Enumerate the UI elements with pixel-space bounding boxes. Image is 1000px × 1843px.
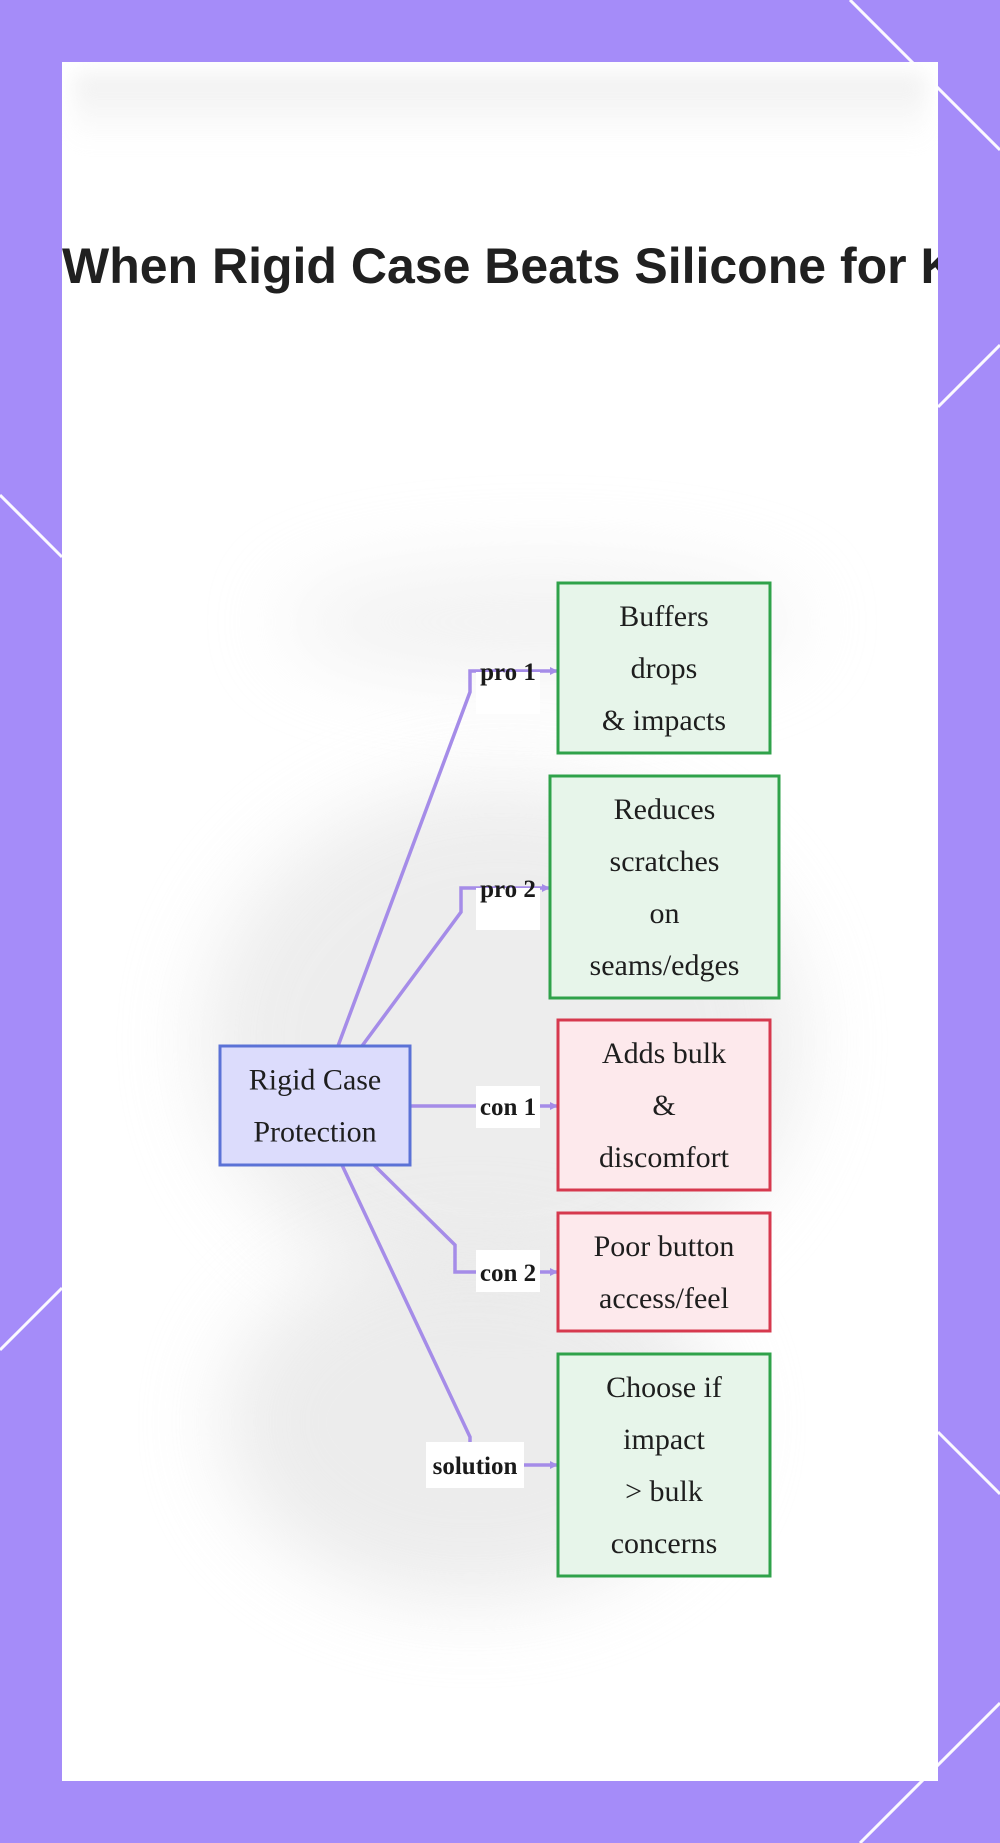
edge-label-text: pro 1 [480, 659, 536, 686]
edge-label-text: con 2 [480, 1260, 536, 1287]
node-con2: Poor button access/feel [556, 1211, 772, 1333]
edge-labels: pro 1 pro 2 con 1 con 2 solution [426, 659, 540, 1488]
edge-label-bg [476, 1086, 540, 1128]
node-text-line: access/feel [599, 1282, 729, 1315]
node-text-line: > bulk [625, 1475, 703, 1508]
node-text-line: Buffers [619, 600, 708, 633]
edge-label-bg [426, 1442, 524, 1488]
node-text-line: Adds bulk [602, 1037, 726, 1070]
edge-label-pro1: pro 1 [476, 659, 540, 714]
root-text-line: Protection [253, 1116, 376, 1149]
edge-pro1 [336, 667, 558, 1047]
node-text-line: scratches [610, 845, 720, 878]
node-con1: Adds bulk & discomfort [556, 1018, 772, 1192]
edge-label-con1: con 1 [476, 1086, 540, 1128]
edge-label-bg [476, 888, 540, 930]
edge-solution [340, 1164, 558, 1469]
node-text-line: seams/edges [590, 949, 740, 982]
node-text-line: drops [631, 652, 698, 685]
node-solution: Choose if impact > bulk concerns [556, 1352, 772, 1578]
edge-label-bg [476, 1250, 540, 1292]
node-text-line: Poor button [594, 1230, 735, 1263]
edge-label-bg [476, 672, 540, 714]
root-box [218, 1044, 412, 1167]
node-text-line: on [650, 897, 680, 930]
page-title: When Rigid Case Beats Silicone for Key P… [62, 232, 938, 300]
root-text-line: Rigid Case [249, 1064, 382, 1097]
node-box [548, 774, 781, 1000]
node-text-line: Choose if [606, 1371, 722, 1404]
node-box [556, 1018, 772, 1192]
node-pro2: Reduces scratches on seams/edges [548, 774, 781, 1000]
node-text-line: Reduces [614, 793, 716, 826]
edge-label-text: con 1 [480, 1094, 536, 1121]
node-text-line: impact [623, 1423, 705, 1456]
edge-label-pro2: pro 2 [476, 876, 540, 930]
edge-label-text: pro 2 [480, 876, 536, 903]
node-box [556, 1352, 772, 1578]
title-text: When Rigid Case Beats Silicone for Key P… [62, 238, 938, 294]
node-text-line: discomfort [599, 1141, 730, 1174]
node-text-line: & [652, 1089, 675, 1122]
edge-label-text: solution [433, 1453, 518, 1480]
edge-label-solution: solution [426, 1442, 524, 1488]
node-text-line: concerns [611, 1527, 718, 1560]
node-box [556, 1211, 772, 1333]
node-pro1: Buffers drops & impacts [556, 581, 772, 755]
node-box [556, 581, 772, 755]
node-text-line: & impacts [602, 704, 726, 737]
edge-label-con2: con 2 [476, 1250, 540, 1292]
card-top-shade [74, 74, 926, 144]
